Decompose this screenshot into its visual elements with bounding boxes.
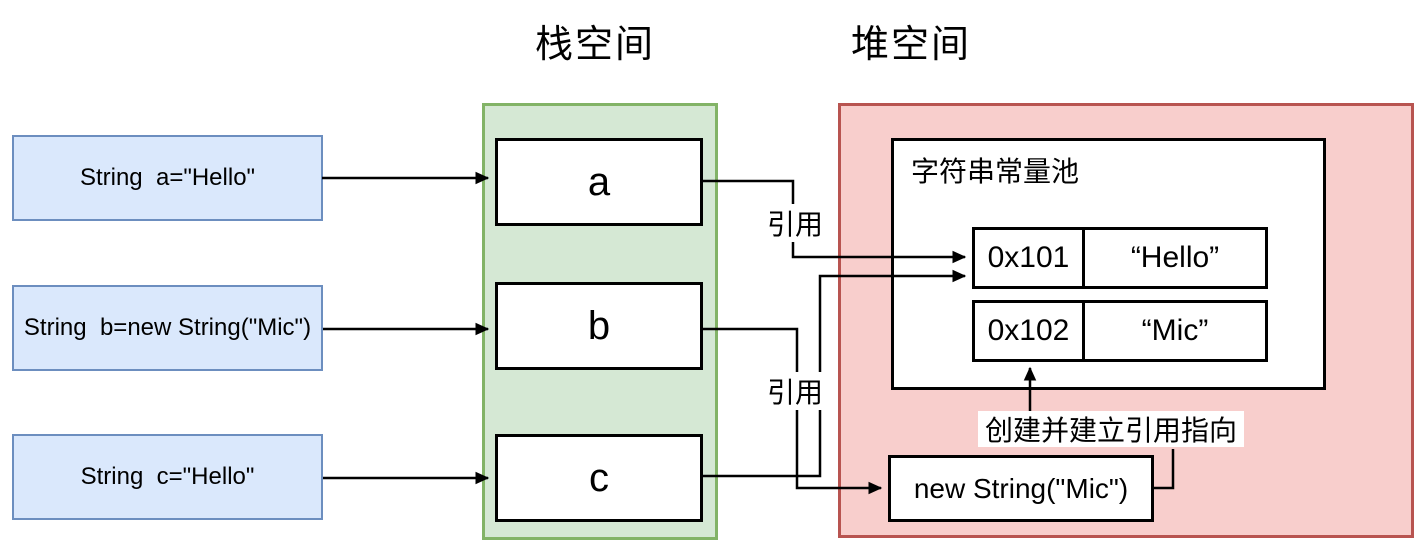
reference-label-a: 引用 (757, 204, 833, 242)
stack-space-title: 栈空间 (534, 23, 655, 66)
create-reference-label: 创建并建立引用指向 (978, 411, 1244, 447)
pool-address-0x101: 0x101 (975, 230, 1085, 286)
pool-value-mic: “Mic” (1141, 314, 1209, 347)
stack-variable-b: b (495, 282, 703, 370)
stack-variable-a: a (495, 138, 703, 226)
stack-variable-c: c (495, 434, 703, 522)
code-box-string-a: String a="Hello" (12, 135, 323, 221)
new-string-object-box: new String("Mic") (888, 455, 1154, 522)
pool-entry-row: 0x101 “Hello” (972, 227, 1268, 289)
code-box-string-c: String c="Hello" (12, 434, 323, 520)
string-constant-pool-title: 字符串常量池 (911, 156, 1080, 187)
reference-label-c: 引用 (757, 372, 833, 410)
heap-space-title: 堆空间 (850, 23, 971, 66)
pool-value-hello: “Hello” (1130, 241, 1220, 274)
pool-entry-row: 0x102 “Mic” (972, 300, 1268, 362)
code-box-string-b: String b=new String("Mic") (12, 285, 323, 371)
pool-address-0x102: 0x102 (975, 303, 1085, 359)
